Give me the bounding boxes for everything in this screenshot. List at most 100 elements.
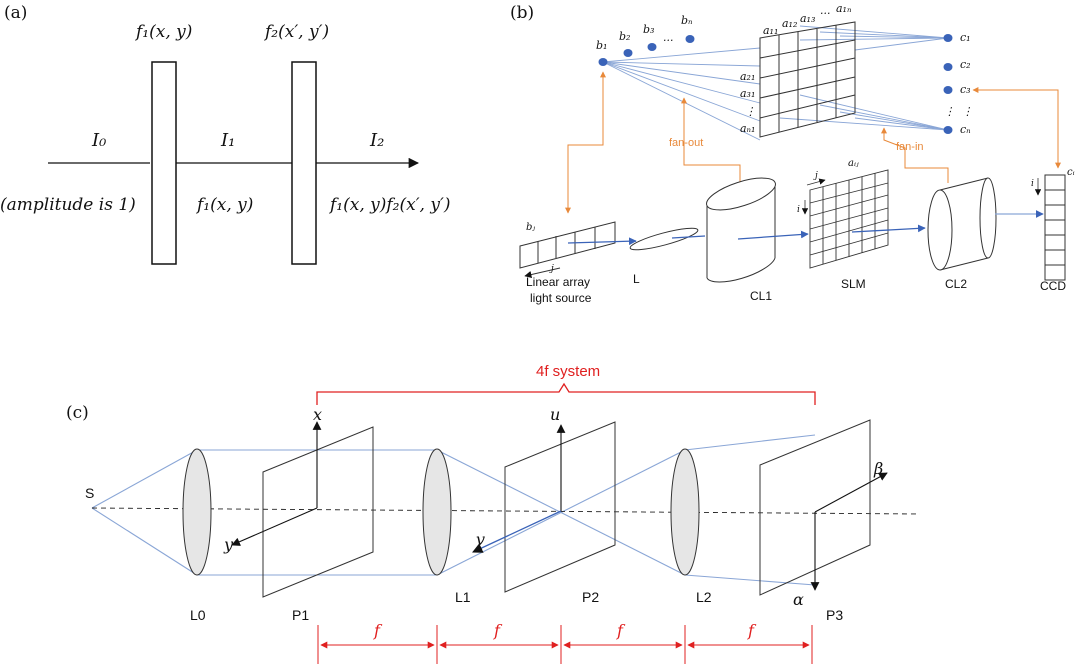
linear-array-source [519,221,616,269]
L0-label: L0 [190,607,206,623]
aij-label: aᵢⱼ [848,158,859,169]
mask-f2 [291,61,317,265]
lens-L2 [670,448,700,576]
a-label-dots: ··· [820,7,831,20]
SLM-label: SLM [841,277,866,291]
y-axis-arrow [231,507,318,546]
a-label-31: a₃₁ [740,87,755,100]
a-label-vdots: ⋮ [745,105,756,118]
P2-label: P2 [582,589,599,605]
u-label: u [550,405,560,424]
b-label-n: bₙ [681,14,693,27]
linear-array-label-2: light source [530,291,592,305]
linear-array-label-1: Linear array [526,275,590,289]
P3-label: P3 [826,607,843,623]
b-label-dots: ··· [663,34,674,47]
P1-label: P1 [292,607,309,623]
f-label-3: f [616,621,626,640]
weight-matrix-grid [759,21,856,138]
f1-mid-label: f₁(x, y) [195,195,253,215]
beam-to-L [567,237,637,246]
I0-label: I₀ [91,130,106,151]
a-label-1n: a₁ₙ [836,2,851,15]
4f-bracket [316,382,816,405]
panel-c: (c) 4f system S L0 L1 L2 P1 P2 P3 [66,363,921,664]
fan-out-rays [602,47,761,141]
CL2-label: CL2 [945,277,967,291]
c-label-3: c₃ [960,83,971,96]
beam-SLM-CL2 [851,224,926,233]
panel-c-label: (c) [66,403,89,423]
lens-L0 [182,448,212,576]
fan-out-label: fan-out [669,137,703,149]
L-label: L [633,272,640,286]
beta-label: β [873,459,883,478]
alpha-label: α [793,590,804,609]
y-label: y [223,535,234,554]
I2-label: I₂ [369,130,384,151]
SLM-j-arrow [806,178,826,186]
CL1-label: CL1 [750,289,772,303]
a-label-21: a₂₁ [740,70,755,83]
panel-b: (b) [510,2,1075,305]
c-label-2: c₂ [960,58,971,71]
a-label-13: a₁₃ [800,12,815,25]
lens-L [629,227,699,251]
source-dots [598,35,695,66]
I1-label: I₁ [220,130,235,151]
lens-L1 [422,448,452,576]
plane-P1 [262,426,374,598]
f-label-1: f [373,621,383,640]
f-label-2: f [493,621,503,640]
beam-CL1-SLM [737,230,809,240]
cylinder-lens-CL2 [927,177,997,271]
c-dots-left: ⋮ [944,105,955,118]
SLM-i-label: i [797,205,800,215]
L2-label: L2 [696,589,712,605]
b-label-2: b₂ [619,30,630,43]
CCD-array [1044,174,1066,281]
plane-P2 [504,421,616,593]
detector-dots [943,34,953,134]
SLM-j-label: j [813,171,818,181]
panel-b-label: (b) [510,3,534,23]
SLM-grid [809,169,889,269]
plane-P3 [759,419,871,596]
bj-label: bⱼ [526,222,535,233]
b-label-3: b₃ [643,23,654,36]
fan-in-rays [779,25,949,131]
focal-distance-markers [317,625,813,664]
S-label: S [85,485,94,501]
mask-f1 [151,61,177,265]
c-label-n: cₙ [960,123,971,136]
c-label-vdots: ⋮ [962,105,973,118]
ci-label: cᵢ [1067,167,1075,178]
v-label: v [476,530,485,549]
beam-L-CL1 [671,235,706,239]
fan-in-label: fan-in [896,141,924,153]
v-axis-arrow [472,510,562,553]
j-arrow-source [524,267,561,279]
c-label-1: c₁ [960,31,971,44]
x-label: x [313,405,322,424]
optical-axis [91,507,921,515]
beta-axis-arrow [814,472,888,513]
panel-a: (a) f₁(x, y) f₂(x′, y′) I₀ I₁ I₂ (amplit… [0,3,450,265]
L1-label: L1 [455,589,471,605]
f2-top-label: f₂(x′, y′) [263,22,329,42]
a-label-11: a₁₁ [763,24,778,37]
panel-a-label: (a) [4,3,27,23]
CCD-i-label: i [1031,179,1034,189]
a-label-12: a₁₂ [782,17,797,30]
b-label-1: b₁ [596,39,607,52]
f1-top-label: f₁(x, y) [134,22,192,42]
amplitude-label: (amplitude is 1) [0,195,136,215]
4f-system-label: 4f system [536,363,600,380]
f-label-4: f [747,621,757,640]
CCD-label: CCD [1040,279,1066,293]
product-label: f₁(x, y)f₂(x′, y′) [328,195,450,215]
cylinder-lens-CL1 [706,177,776,283]
j-source-label: j [549,264,554,274]
a-label-n1: aₙ₁ [740,122,755,135]
